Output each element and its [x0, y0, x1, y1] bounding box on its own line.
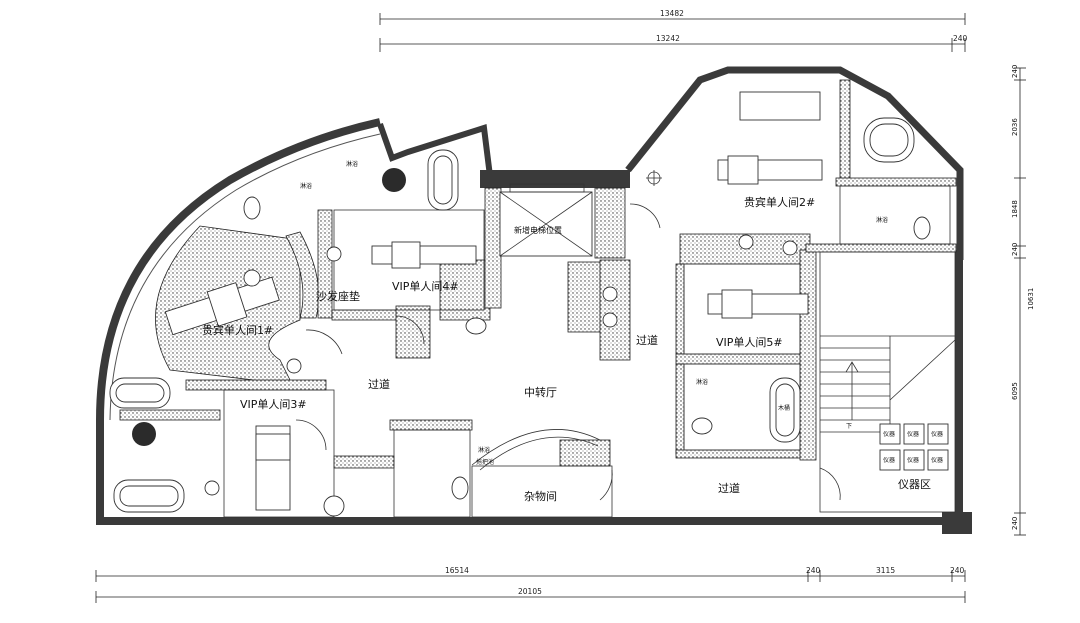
dim-right-3: 1848: [1011, 200, 1019, 218]
room-label-sofa-cushion: 沙发座垫: [316, 289, 360, 303]
room-label-vip-room-2: 贵宾单人间2#: [744, 195, 815, 209]
room-label-equipment-area: 仪器区: [898, 478, 931, 491]
dim-right-2: 2036: [1011, 118, 1019, 136]
room-label-vip-room-1: 贵宾单人间1#: [202, 323, 273, 337]
shower-label-3: 淋浴: [478, 446, 490, 454]
dim-bottom-total: 20105: [518, 587, 542, 596]
dim-bottom-a: 240: [806, 566, 821, 575]
shower-label-4: 淋浴: [696, 378, 708, 386]
room-label-vip-single-3: VIP单人间3#: [240, 398, 307, 411]
room-label-vip-single-4: VIP单人间4#: [392, 280, 459, 293]
room-label-storage: 杂物间: [524, 489, 557, 503]
toilets-sinks: [132, 168, 931, 517]
shower-label-1: 淋浴: [346, 160, 358, 168]
dim-top-overall: 13482: [660, 9, 684, 18]
equipment-box-label-1: 仪器: [883, 431, 895, 438]
dim-right-7: 240: [1011, 517, 1019, 530]
equipment-boxes: [879, 423, 949, 471]
bathtubs: [109, 117, 915, 513]
staircase: [820, 335, 956, 440]
equipment-box-label-2: 仪器: [907, 431, 919, 438]
room-label-corridor-center: 过道: [636, 333, 658, 347]
massage-bed-room-2: [717, 91, 823, 185]
elevator-shaft: [499, 183, 593, 257]
dim-top-right: 240: [953, 34, 968, 43]
room-label-transfer-hall: 中转厅: [524, 385, 557, 399]
dim-top-inner: 13242: [656, 34, 680, 43]
dim-bottom-c: 240: [950, 566, 965, 575]
top-dimension-lines: [379, 13, 966, 52]
dim-right-4: 240: [1011, 243, 1019, 256]
room-label-new-elevator: 新增电梯位置: [514, 225, 562, 235]
massage-bed-room-5: [707, 289, 809, 319]
room-label-vip-single-5: VIP单人间5#: [716, 336, 783, 349]
room-label-corridor-left: 过道: [368, 377, 390, 391]
massage-bed-room-4: [371, 241, 477, 269]
right-dimension-lines: [1014, 67, 1026, 536]
dim-right-5: 10631: [1027, 288, 1035, 310]
massage-bed-room-3: [255, 425, 291, 511]
dim-bottom-left: 16514: [445, 566, 469, 575]
bottom-dimension-lines: [95, 570, 966, 603]
wood-tub-label: 木桶: [778, 404, 790, 412]
massage-bed-room-1: [164, 276, 280, 336]
equipment-box-label-6: 仪器: [931, 457, 943, 464]
stair-down-label: 下: [846, 423, 852, 430]
equipment-box-label-3: 仪器: [931, 431, 943, 438]
equipment-box-label-4: 仪器: [883, 457, 895, 464]
outer-walls: [96, 66, 972, 534]
dim-bottom-b: 3115: [876, 566, 895, 575]
shower-label-2: 淋浴: [300, 182, 312, 190]
dim-right-1: 240: [1011, 65, 1019, 78]
door-swings: [295, 170, 841, 501]
shower-label-5: 淋浴: [876, 216, 888, 224]
dim-right-6: 6095: [1011, 382, 1019, 400]
equipment-box-label-5: 仪器: [907, 457, 919, 464]
mop-pool-label: 拖把池: [476, 458, 494, 466]
room-label-corridor-bottom-right: 过道: [718, 481, 740, 495]
